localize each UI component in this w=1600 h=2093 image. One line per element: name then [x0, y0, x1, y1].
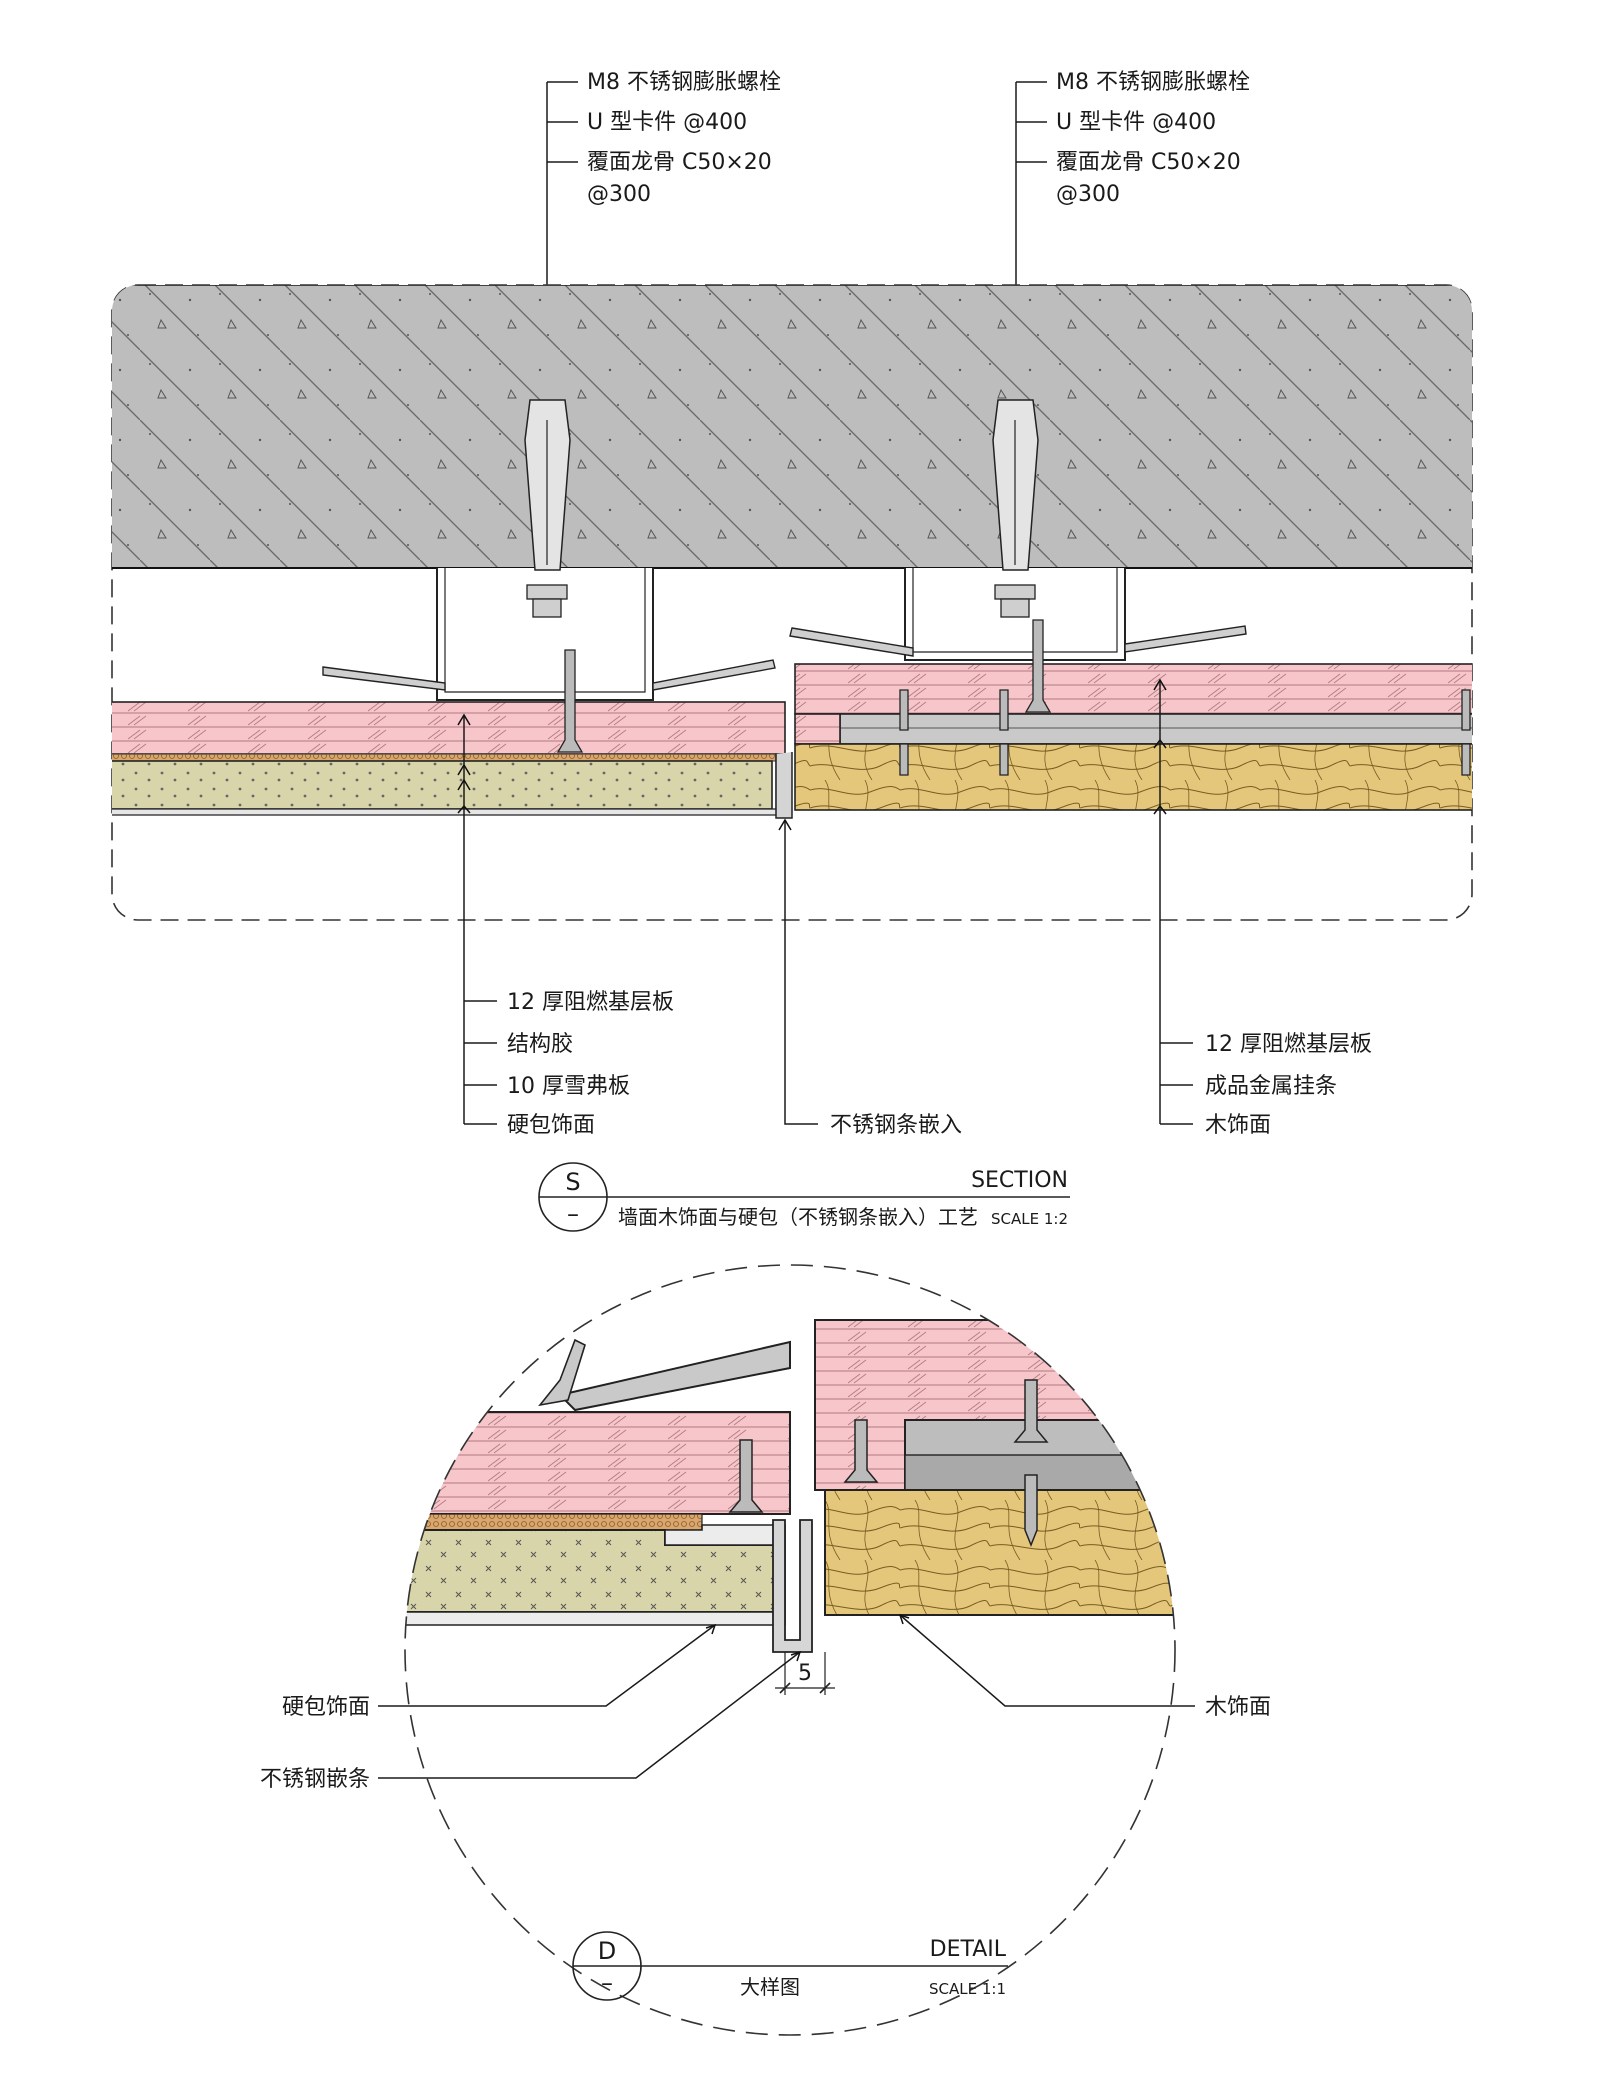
- label-keel-right: 覆面龙骨 C50×20: [1056, 150, 1241, 175]
- detail-wood-veneer: [824, 1489, 1175, 1616]
- concrete-wall: [112, 285, 1472, 569]
- detail-scale: SCALE 1:1: [929, 1980, 1006, 1998]
- plywood-left: [112, 701, 786, 755]
- section-view: M8 不锈钢膨胀螺栓 U 型卡件 @400 覆面龙骨 C50×20 @300 M…: [111, 70, 1473, 1232]
- label-bolt-right: M8 不锈钢膨胀螺栓: [1056, 70, 1250, 95]
- bottom-label-middle: 不锈钢条嵌入: [778, 818, 962, 1138]
- detail-view: 5 硬包饰面 不锈钢嵌条 木饰面 D – DETAIL 大样图 SCALE 1:…: [260, 1264, 1271, 2036]
- detail-label-hard-pack: 硬包饰面: [282, 1695, 370, 1720]
- label-spacing-right: @300: [1056, 182, 1120, 207]
- label-plywood-right: 12 厚阻燃基层板: [1205, 1032, 1372, 1057]
- plywood-right: [794, 663, 1472, 715]
- label-u-clip-left: U 型卡件 @400: [587, 110, 747, 135]
- expansion-bolt-right: [992, 399, 1039, 618]
- bottom-labels-left: 12 厚阻燃基层板 结构胶 10 厚雪弗板 硬包饰面: [457, 713, 674, 1138]
- metal-hanging-strip: [839, 713, 1472, 745]
- section-symbol: S: [565, 1168, 580, 1196]
- foam-board: [112, 760, 773, 810]
- stainless-strip: [775, 752, 793, 819]
- label-spacing-left: @300: [587, 182, 651, 207]
- detail-title-block: D – DETAIL 大样图 SCALE 1:1: [572, 1931, 1008, 2001]
- label-metal-strip: 成品金属挂条: [1205, 1074, 1337, 1099]
- detail-title-en: DETAIL: [930, 1937, 1007, 1962]
- section-title-en: SECTION: [971, 1168, 1068, 1193]
- detail-label-steel-strip: 不锈钢嵌条: [260, 1767, 370, 1792]
- detail-title-cn: 大样图: [740, 1975, 800, 1999]
- label-bolt-left: M8 不锈钢膨胀螺栓: [587, 70, 781, 95]
- detail-stainless-strip: [772, 1519, 813, 1653]
- label-foam: 10 厚雪弗板: [507, 1074, 630, 1099]
- detail-symbol-sub: –: [601, 1969, 613, 1997]
- section-title-block: S – SECTION 墙面木饰面与硬包（不锈钢条嵌入）工艺 SCALE 1:2: [538, 1162, 1070, 1232]
- label-wood-veneer: 木饰面: [1205, 1113, 1271, 1138]
- section-scale: SCALE 1:2: [991, 1210, 1068, 1228]
- dimension-value: 5: [798, 1661, 812, 1686]
- detail-label-wood: 木饰面: [1205, 1695, 1271, 1720]
- bottom-labels-right: 12 厚阻燃基层板 成品金属挂条 木饰面: [1153, 678, 1372, 1138]
- label-keel-left: 覆面龙骨 C50×20: [587, 150, 772, 175]
- label-u-clip-right: U 型卡件 @400: [1056, 110, 1216, 135]
- detail-symbol: D: [598, 1937, 616, 1965]
- detail-plywood-left: [405, 1411, 791, 1515]
- label-plywood-left: 12 厚阻燃基层板: [507, 990, 674, 1015]
- label-glue: 结构胶: [507, 1032, 573, 1057]
- detail-boundary: [404, 1264, 1176, 2036]
- label-hard-pack: 硬包饰面: [507, 1113, 595, 1138]
- dimension-5: 5: [775, 1652, 835, 1695]
- c-keel-left: [436, 568, 654, 701]
- detail-labels: 硬包饰面 不锈钢嵌条 木饰面: [260, 1613, 1271, 1792]
- glue-layer: [112, 753, 781, 762]
- expansion-bolt-left: [524, 399, 571, 618]
- section-symbol-sub: –: [567, 1200, 579, 1228]
- wood-veneer: [794, 743, 1472, 811]
- label-stainless-inlay: 不锈钢条嵌入: [830, 1113, 962, 1138]
- section-title-cn: 墙面木饰面与硬包（不锈钢条嵌入）工艺: [618, 1205, 978, 1229]
